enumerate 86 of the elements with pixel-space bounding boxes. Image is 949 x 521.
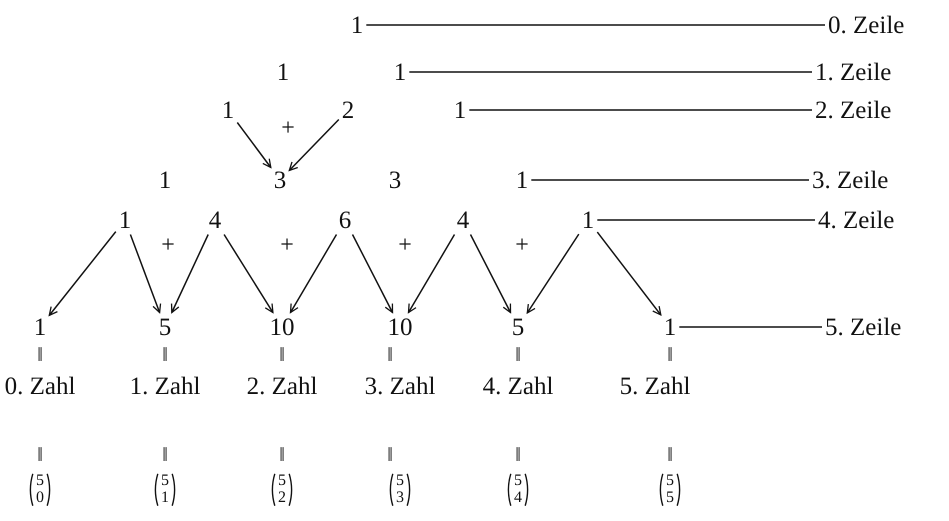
position-label: 4. Zahl <box>482 374 554 398</box>
number: 10 <box>388 314 412 340</box>
connector-line <box>597 219 815 221</box>
row-label: 0. Zeile <box>828 12 904 38</box>
plus-sign: + <box>161 233 175 257</box>
number: 4 <box>208 208 222 232</box>
plus-sign: + <box>515 233 529 257</box>
binomial-entry: 0 <box>36 490 44 507</box>
binomial-coefficient <box>506 473 530 507</box>
double-bar-sign: ‖ <box>279 445 285 465</box>
number: 4 <box>456 208 470 232</box>
connector-line <box>531 179 809 181</box>
plus-sign: + <box>398 233 412 257</box>
number: 1 <box>222 98 234 122</box>
number: 6 <box>338 208 352 232</box>
binomial-entry: 1 <box>161 490 169 507</box>
arrow <box>170 234 209 314</box>
binomial-entry: 5 <box>36 473 44 490</box>
arrow <box>236 122 272 168</box>
row-label: 1. Zeile <box>815 60 892 84</box>
binomial-entry: 5 <box>161 473 169 490</box>
number: 1 <box>454 98 466 122</box>
double-bar-sign: ‖ <box>515 345 521 365</box>
number: 1 <box>350 12 364 38</box>
binomial-entry: 5 <box>396 473 404 490</box>
number: 1 <box>118 208 132 232</box>
binomial-entry: 3 <box>396 490 404 507</box>
row-label: 5. Zeile <box>825 314 902 340</box>
connector-line <box>409 71 812 73</box>
binomial-entry: 2 <box>278 490 286 507</box>
number: 5 <box>512 314 524 340</box>
number: 1 <box>158 168 172 192</box>
binomial-entry: 4 <box>514 490 522 507</box>
double-bar-sign: ‖ <box>37 445 43 465</box>
arrow <box>290 234 338 314</box>
number: 5 <box>158 314 172 340</box>
connector-line <box>366 24 825 26</box>
position-label: 1. Zahl <box>130 374 200 398</box>
double-bar-sign: ‖ <box>37 345 43 365</box>
binomial-entry: 5 <box>278 473 286 490</box>
double-bar-sign: ‖ <box>667 445 673 465</box>
number: 1 <box>582 208 594 232</box>
arrow <box>470 234 512 314</box>
binomial-entry: 5 <box>514 473 522 490</box>
arrow <box>223 234 274 314</box>
binomial-coefficient <box>388 473 412 507</box>
row-label: 3. Zeile <box>812 168 888 192</box>
binomial-coefficient <box>270 473 294 507</box>
number: 1 <box>34 314 46 340</box>
arrow <box>526 234 580 314</box>
arrow <box>596 232 662 316</box>
number: 2 <box>342 98 354 122</box>
number: 10 <box>270 314 294 340</box>
double-bar-sign: ‖ <box>387 445 393 465</box>
position-label: 2. Zahl <box>246 374 318 398</box>
number: 3 <box>274 168 286 192</box>
number: 1 <box>394 60 406 84</box>
row-label: 2. Zeile <box>815 98 892 122</box>
number: 1 <box>516 168 528 192</box>
plus-sign: + <box>280 233 294 257</box>
plus-sign: + <box>281 116 295 140</box>
arrow <box>48 231 116 316</box>
arrow <box>408 234 456 314</box>
double-bar-sign: ‖ <box>387 345 393 365</box>
number: 1 <box>276 60 290 84</box>
row-label: 4. Zeile <box>818 208 894 232</box>
double-bar-sign: ‖ <box>279 345 285 365</box>
double-bar-sign: ‖ <box>667 345 673 365</box>
connector-line <box>469 109 812 111</box>
binomial-coefficient <box>658 473 682 507</box>
arrow <box>288 118 340 172</box>
number: 1 <box>664 314 676 340</box>
arrow <box>130 234 162 314</box>
double-bar-sign: ‖ <box>515 445 521 465</box>
double-bar-sign: ‖ <box>162 345 168 365</box>
position-label: 3. Zahl <box>364 374 436 398</box>
binomial-entry: 5 <box>666 490 674 507</box>
binomial-entry: 5 <box>666 473 674 490</box>
position-label: 0. Zahl <box>4 374 76 398</box>
connector-line <box>679 326 822 328</box>
position-label: 5. Zahl <box>620 374 690 398</box>
binomial-coefficient <box>153 473 177 507</box>
binomial-coefficient <box>28 473 52 507</box>
arrow <box>352 234 394 314</box>
double-bar-sign: ‖ <box>162 445 168 465</box>
number: 3 <box>388 168 402 192</box>
